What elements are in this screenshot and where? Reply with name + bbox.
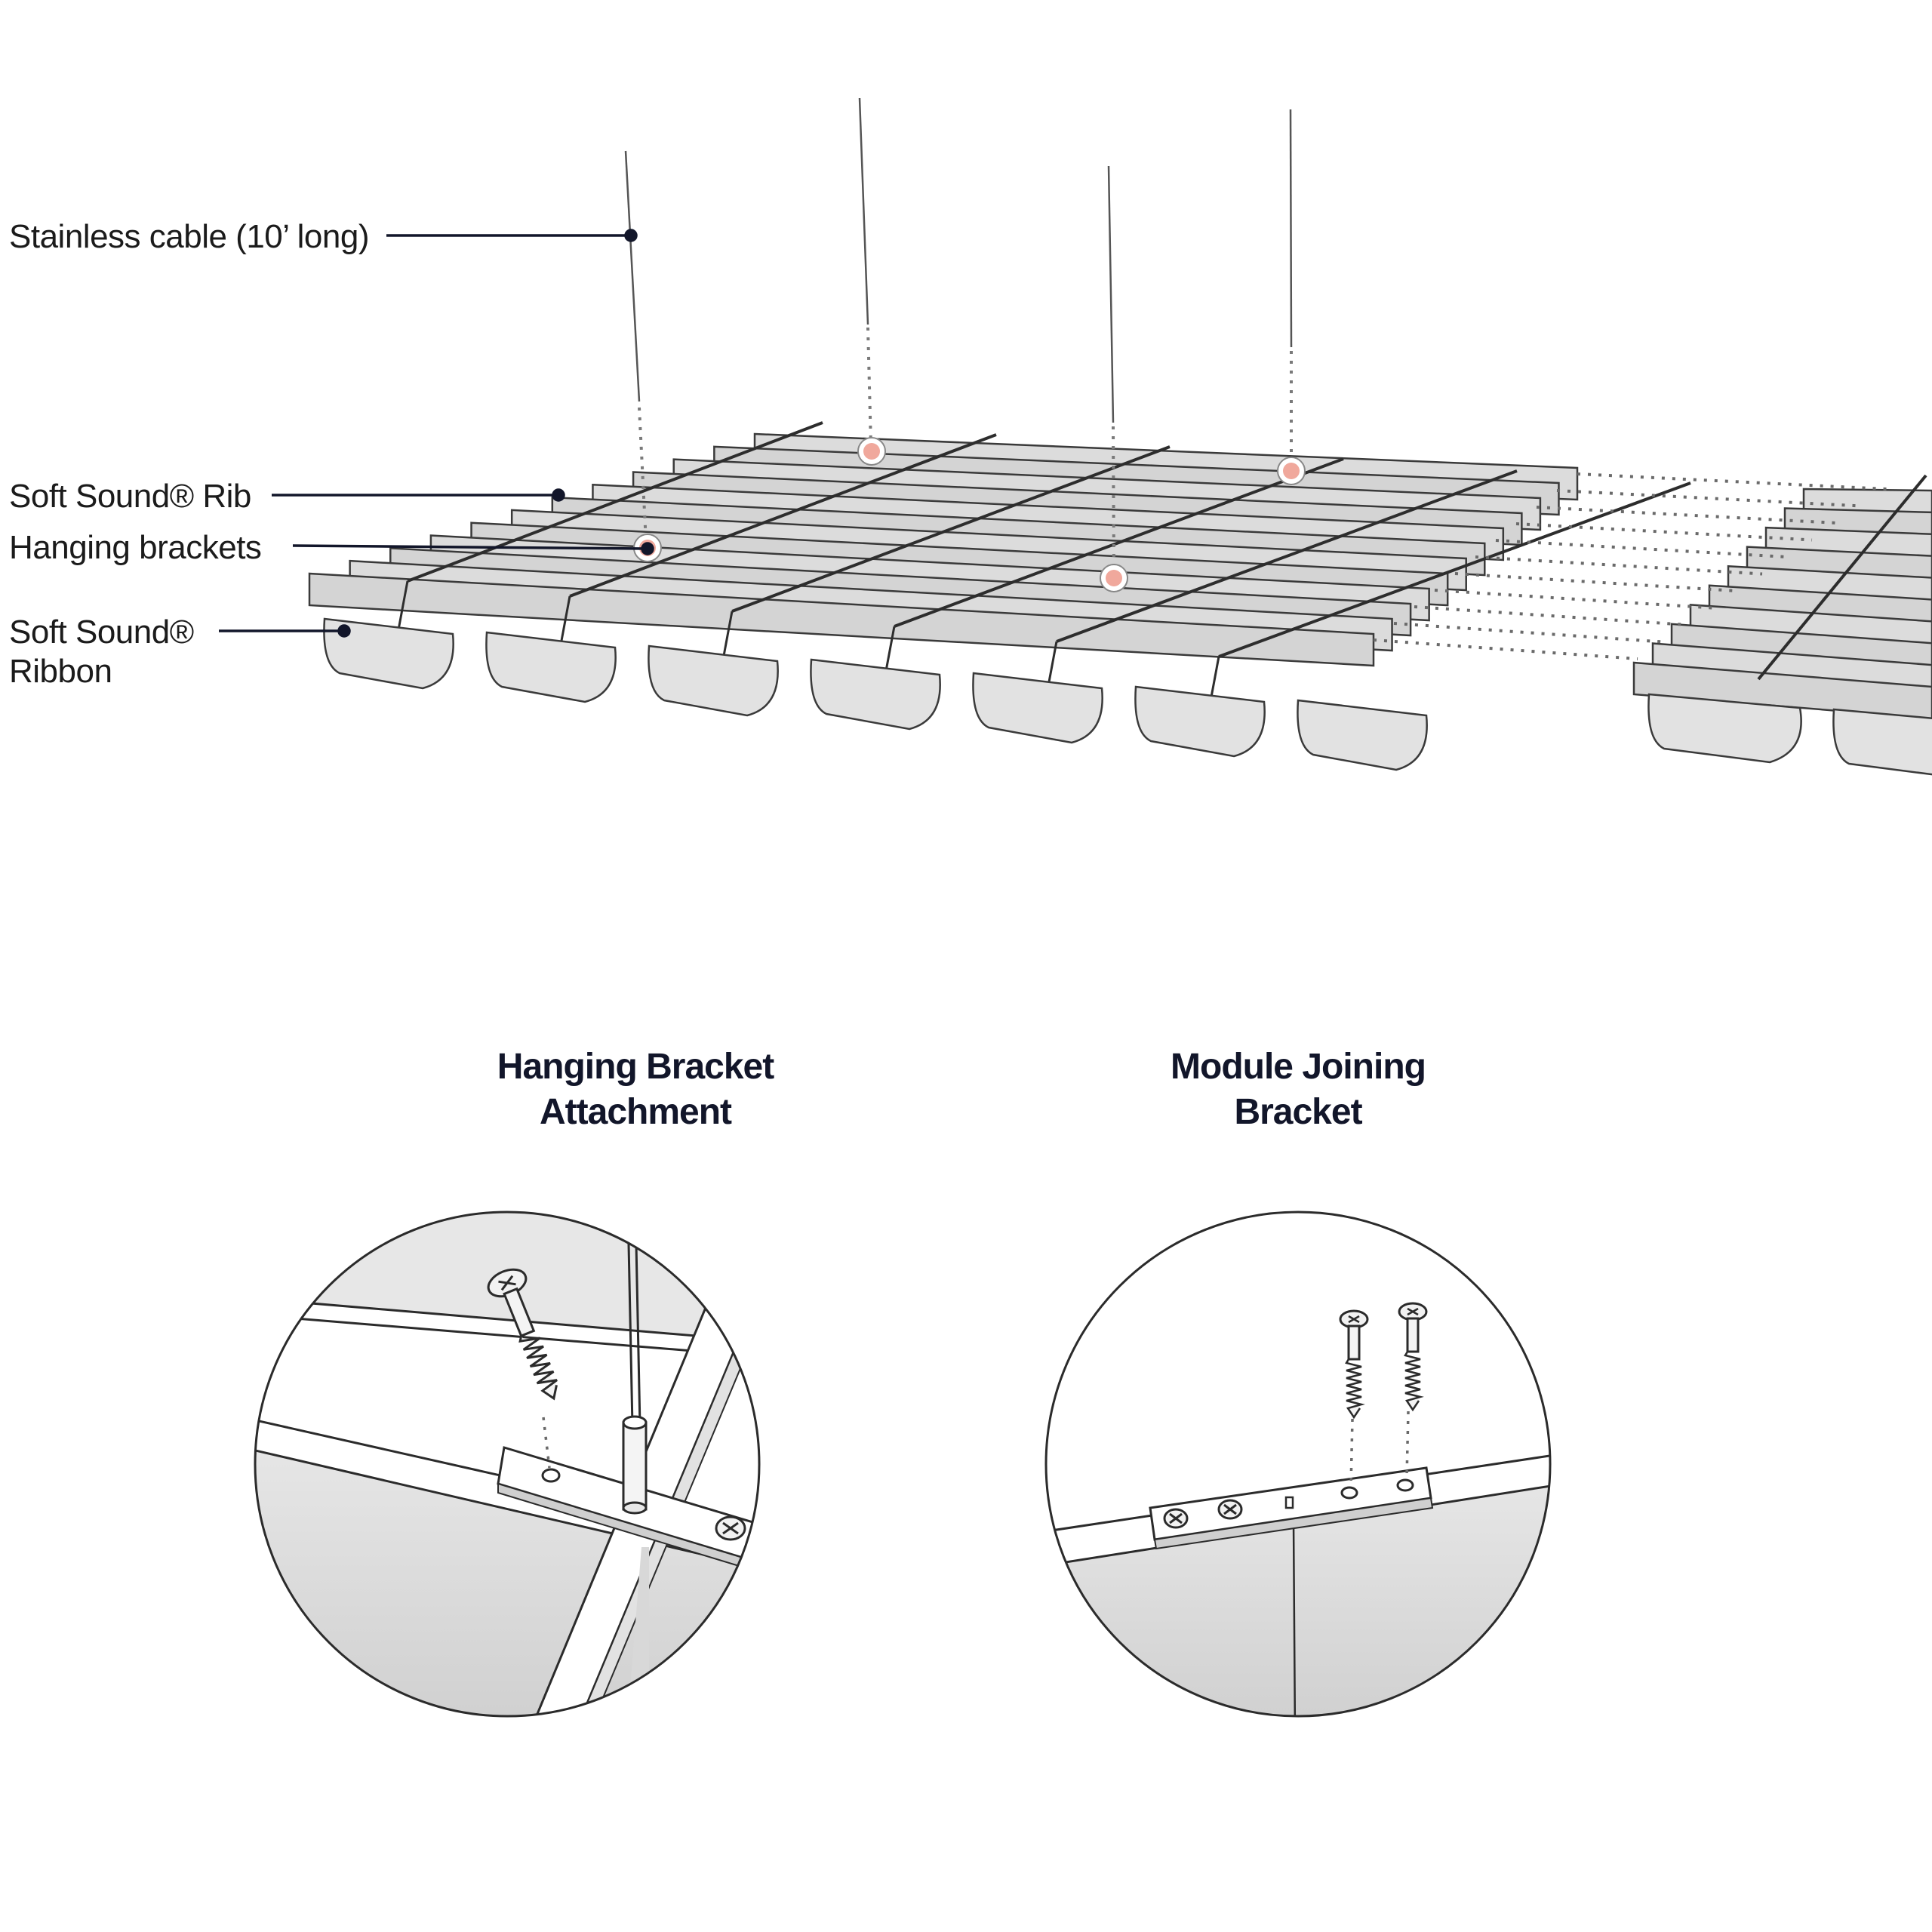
soft-sound-ribbon	[972, 672, 1103, 744]
detail-module-joining-bracket	[1044, 1211, 1552, 1718]
detail-title-line2: Attachment	[539, 1092, 732, 1132]
ribbon-panels	[323, 617, 1428, 771]
detail-title-line2: Bracket	[1234, 1092, 1362, 1132]
joining-guide-lines	[1373, 472, 1887, 660]
joining-guide	[1373, 638, 1638, 660]
joining-guide	[1475, 555, 1763, 576]
joining-guide	[1414, 605, 1688, 626]
cross-rail	[569, 433, 997, 598]
joining-guide	[1434, 589, 1713, 610]
bracket-markers	[633, 437, 1306, 592]
stainless-cables	[624, 97, 1293, 423]
cross-rail	[1056, 469, 1518, 643]
label-soft-sound-ribbon: Soft Sound® Ribbon	[9, 613, 194, 691]
label-stainless-cable: Stainless cable (10’ long)	[9, 218, 369, 255]
soft-sound-ribbon	[648, 645, 779, 717]
screw-icon	[1339, 1309, 1369, 1420]
ceiling-module-adjacent	[1632, 474, 1932, 776]
joining-guide	[1515, 522, 1813, 542]
soft-sound-ribbon	[1832, 708, 1932, 776]
soft-sound-ribbon	[1134, 685, 1266, 758]
joining-guide	[1454, 572, 1738, 592]
label-ribbon-line2: Ribbon	[9, 653, 112, 690]
label-hanging-brackets: Hanging brackets	[9, 529, 262, 566]
rib-grid	[308, 432, 1579, 667]
soft-sound-ribbon	[485, 631, 617, 703]
soft-sound-ribbon	[1647, 693, 1802, 764]
joining-guide	[1536, 506, 1838, 525]
cross-rail	[1757, 474, 1927, 681]
rib-grid-adjacent	[1632, 474, 1932, 720]
ribbon-panels-adjacent	[1647, 693, 1932, 776]
screw-icon	[487, 1268, 558, 1401]
callout-leaders	[219, 229, 654, 638]
joining-guide	[1495, 539, 1788, 558]
cross-rail	[894, 457, 1344, 628]
detail-title-module-joining: Module Joining Bracket	[1072, 1044, 1524, 1135]
soft-sound-rib	[1632, 661, 1932, 720]
detail-title-hanging-bracket: Hanging Bracket Attachment	[409, 1044, 862, 1135]
soft-sound-ribbon	[1297, 699, 1428, 771]
detail-title-line1: Module Joining	[1171, 1047, 1426, 1087]
label-soft-sound-rib: Soft Sound® Rib	[9, 478, 251, 515]
bracket-marker	[863, 443, 880, 460]
cross-rail	[731, 445, 1171, 613]
cross-rails	[395, 421, 1691, 714]
cross-rail	[407, 421, 823, 583]
soft-sound-ribbon	[323, 617, 454, 690]
ceiling-module-main	[308, 421, 1691, 771]
label-ribbon-line1: Soft Sound®	[9, 614, 194, 651]
soft-sound-rib	[308, 572, 1375, 667]
bracket-marker	[1106, 570, 1122, 586]
detail-title-line1: Hanging Bracket	[497, 1047, 774, 1087]
bracket-marker	[1283, 463, 1300, 479]
joining-guide	[1393, 622, 1663, 644]
detail-hanging-bracket	[254, 1211, 761, 1718]
screw-icon	[1398, 1302, 1428, 1412]
joining-guide	[1556, 489, 1863, 508]
joining-guide	[1577, 472, 1887, 491]
cable-dotted-drops	[638, 327, 1293, 573]
soft-sound-ribbon	[810, 658, 941, 731]
